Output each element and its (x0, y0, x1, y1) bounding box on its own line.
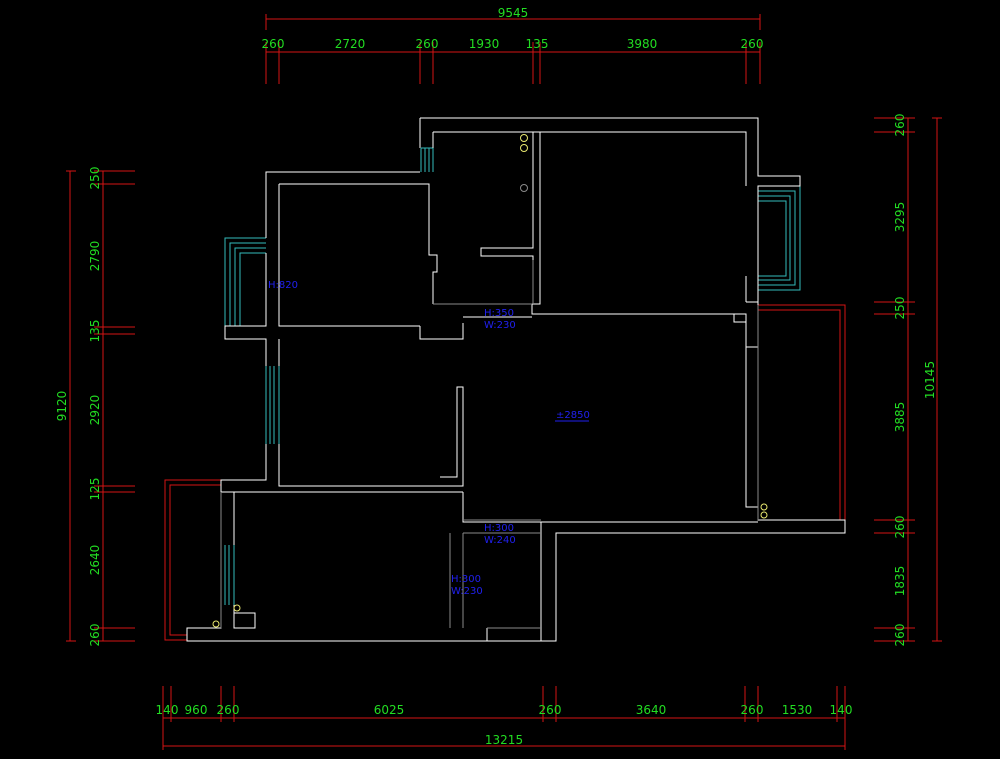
bottom-dim-9: 140 (830, 703, 853, 717)
windows (220, 147, 801, 605)
top-dim-6: 3980 (627, 37, 658, 51)
left-dimension-group: 250 2790 135 2920 125 2640 260 9120 (55, 167, 135, 647)
opening-2-height: H:300 (484, 523, 514, 534)
bottom-dim-8: 1530 (782, 703, 813, 717)
window-height-label: H:820 (268, 280, 298, 291)
right-dim-4: 3885 (893, 402, 907, 433)
floor-level-label: ±2850 (556, 410, 590, 421)
drain-icon (760, 503, 768, 511)
right-total-dim: 10145 (923, 361, 937, 399)
opening-1-height: H:350 (484, 308, 514, 319)
fixture-icon (520, 184, 528, 192)
window-left-top (224, 237, 266, 326)
balcony-railings (164, 304, 846, 641)
bottom-dim-4: 6025 (374, 703, 405, 717)
left-dim-1: 250 (88, 167, 102, 190)
left-total-dim: 9120 (55, 391, 69, 422)
bottom-dim-6: 3640 (636, 703, 667, 717)
top-dim-7: 260 (741, 37, 764, 51)
bottom-dim-5: 260 (539, 703, 562, 717)
left-dim-5: 125 (88, 478, 102, 501)
left-dim-4: 2920 (88, 395, 102, 426)
left-dim-6: 2640 (88, 545, 102, 576)
right-dimension-group: 260 3295 250 3885 260 1835 260 10145 (874, 114, 942, 647)
window-left-mid (265, 366, 280, 444)
opening-2-width: W:240 (484, 535, 516, 546)
top-dim-3: 260 (416, 37, 439, 51)
opening-3-width: W:230 (451, 586, 483, 597)
bottom-dim-3: 260 (217, 703, 240, 717)
left-dim-2: 2790 (88, 241, 102, 272)
right-dim-1: 260 (893, 114, 907, 137)
fixtures (212, 134, 768, 628)
window-top-small (420, 147, 434, 172)
top-dim-1: 260 (262, 37, 285, 51)
drain-icon (520, 144, 528, 152)
bottom-dim-2: 960 (185, 703, 208, 717)
drain-icon (520, 134, 528, 142)
window-left-bottom (220, 545, 235, 605)
left-dim-7: 260 (88, 624, 102, 647)
walls (186, 117, 846, 642)
opening-3-height: H:300 (451, 574, 481, 585)
top-dimension-group: 9545 260 2720 260 1930 135 3980 260 (262, 6, 764, 84)
right-dim-2: 3295 (893, 202, 907, 233)
bottom-dimension-group: 140 960 260 6025 260 3640 260 1530 140 1… (156, 686, 853, 750)
bottom-dim-1: 140 (156, 703, 179, 717)
right-dim-5: 260 (893, 516, 907, 539)
bottom-dim-7: 260 (741, 703, 764, 717)
right-dim-7: 260 (893, 624, 907, 647)
window-right-top (758, 185, 801, 291)
thresholds (220, 260, 759, 629)
top-dim-4: 1930 (469, 37, 500, 51)
top-dim-2: 2720 (335, 37, 366, 51)
right-dim-6: 1835 (893, 566, 907, 597)
opening-1-width: W:230 (484, 320, 516, 331)
bottom-total-dim: 13215 (485, 733, 523, 747)
right-dim-3: 250 (893, 297, 907, 320)
drain-icon (760, 511, 768, 519)
top-dim-5: 135 (526, 37, 549, 51)
drain-icon (233, 604, 241, 612)
annotations: H:820 H:350 W:230 ±2850 H:300 W:240 H:30… (268, 280, 590, 597)
top-total-dim: 9545 (498, 6, 529, 20)
left-dim-3: 135 (88, 320, 102, 343)
drain-icon (212, 620, 220, 628)
